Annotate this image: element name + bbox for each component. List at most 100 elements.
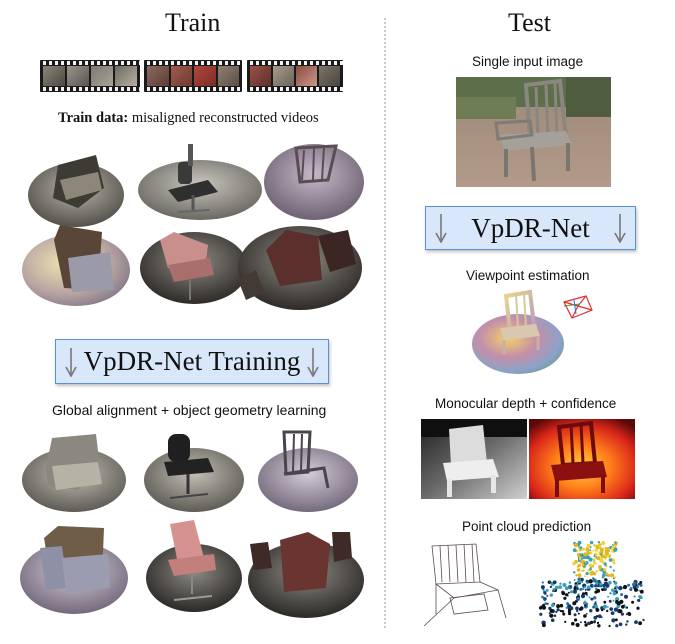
camera-frustum-icon: [563, 295, 593, 319]
aligned-thumb-5: [146, 520, 242, 612]
point-cloud-point: [582, 569, 585, 572]
down-arrow-icon: [435, 214, 447, 243]
point-cloud-point: [564, 586, 569, 590]
point-cloud-point: [613, 562, 616, 565]
point-cloud-point: [548, 580, 552, 584]
train-thumb-6: [238, 226, 362, 310]
point-cloud-point: [577, 568, 581, 572]
aligned-output-thumbnails: [20, 430, 364, 618]
point-cloud-point: [565, 606, 568, 609]
point-cloud-point: [618, 585, 623, 591]
point-cloud-point: [579, 587, 583, 591]
point-cloud-point: [590, 570, 595, 576]
point-cloud-point: [586, 581, 589, 584]
point-cloud-point: [561, 610, 565, 613]
down-arrow-icon: [65, 347, 77, 377]
point-cloud-point: [604, 550, 607, 552]
point-cloud-point: [634, 620, 638, 624]
point-cloud-point: [597, 624, 601, 628]
point-cloud-point: [594, 584, 597, 588]
point-cloud-point: [543, 599, 546, 602]
point-cloud-point: [540, 585, 545, 590]
point-cloud-point: [581, 564, 584, 567]
train-thumb-2: [138, 144, 262, 220]
point-cloud-point: [636, 606, 640, 610]
point-cloud-point: [613, 580, 616, 583]
point-cloud-point: [611, 618, 616, 623]
point-cloud-point: [577, 593, 580, 596]
point-cloud-point: [588, 579, 593, 584]
point-cloud-renders: [423, 540, 645, 628]
point-cloud-point: [581, 547, 585, 551]
point-cloud-point: [613, 576, 616, 579]
point-cloud-point: [556, 608, 560, 612]
point-cloud-point: [551, 603, 555, 608]
point-cloud-point: [538, 606, 543, 610]
point-cloud-point: [605, 584, 610, 588]
point-cloud-point: [592, 558, 596, 562]
point-cloud-point: [592, 549, 595, 552]
point-cloud-point: [609, 607, 613, 611]
train-thumb-4: [22, 225, 130, 306]
point-cloud-point: [585, 612, 588, 615]
train-output-caption: Global alignment + object geometry learn…: [52, 402, 327, 418]
point-cloud-point: [579, 621, 582, 624]
point-cloud-point: [569, 585, 572, 588]
point-cloud-point: [589, 549, 592, 551]
point-cloud-point: [594, 590, 598, 594]
point-cloud-point: [586, 551, 591, 555]
point-cloud-point: [604, 563, 607, 566]
point-cloud-point: [562, 583, 567, 587]
point-cloud-point: [583, 614, 587, 618]
point-cloud-point: [597, 614, 602, 619]
point-cloud-point: [624, 594, 628, 599]
point-cloud-point: [573, 543, 578, 548]
point-cloud-point: [579, 607, 583, 611]
point-cloud-point: [577, 612, 580, 615]
point-cloud-point: [548, 612, 551, 615]
point-cloud-point: [638, 621, 642, 626]
point-cloud-point: [604, 551, 609, 556]
point-cloud-point: [612, 569, 615, 572]
point-cloud-point: [549, 608, 554, 613]
point-cloud-point: [615, 600, 619, 604]
point-cloud-point: [544, 602, 548, 605]
vpdr-net-training-label: VpDR-Net Training: [83, 346, 301, 376]
train-thumb-3: [264, 144, 364, 220]
point-cloud-point: [586, 547, 589, 550]
point-cloud-point: [539, 612, 543, 616]
point-cloud-point: [584, 600, 586, 603]
point-cloud-point: [593, 615, 598, 620]
point-cloud-point: [577, 563, 581, 568]
point-cloud-point: [604, 578, 608, 582]
test-heading: Test: [508, 8, 551, 37]
point-cloud-point: [639, 589, 644, 594]
point-cloud-point: [546, 594, 549, 597]
point-cloud-point: [598, 569, 601, 571]
point-cloud-point: [601, 588, 604, 592]
point-cloud-point: [596, 556, 601, 561]
point-cloud-point: [638, 582, 641, 586]
point-cloud-point: [601, 540, 606, 546]
point-cloud-point: [607, 595, 610, 598]
point-cloud-point: [600, 553, 603, 556]
point-cloud-point: [567, 591, 570, 594]
point-cloud-point: [612, 544, 614, 546]
point-cloud-point: [631, 600, 635, 604]
point-cloud-point: [580, 594, 586, 599]
point-cloud-point: [552, 590, 555, 592]
point-cloud-point: [572, 548, 577, 553]
point-cloud-point: [611, 588, 614, 591]
point-cloud-point: [542, 623, 546, 628]
point-cloud-point: [608, 624, 611, 628]
depth-caption: Monocular depth + confidence: [435, 396, 617, 411]
aligned-thumb-6: [248, 532, 364, 618]
point-cloud-point: [640, 596, 643, 599]
train-data-caption: Train data: misaligned reconstructed vid…: [58, 110, 319, 127]
point-cloud-point: [608, 558, 613, 562]
point-cloud-point: [589, 609, 593, 613]
point-cloud-point: [608, 580, 612, 585]
viewpoint-estimation-render: [472, 289, 593, 374]
point-cloud-point: [574, 618, 578, 622]
point-cloud-point: [612, 591, 617, 596]
